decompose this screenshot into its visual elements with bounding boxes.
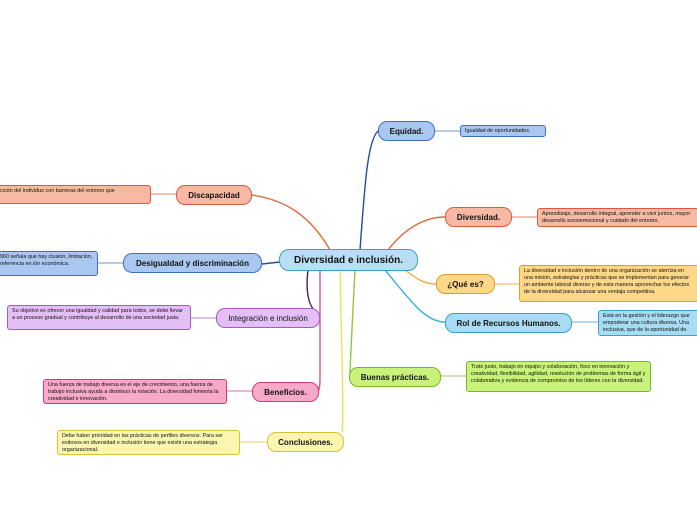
note-diversidad: Aprendizaje, desarrollo integral, aprend…	[537, 208, 697, 227]
link-diversidad	[387, 216, 446, 251]
note-buenas-practicas: Trato justo, trabajo en equipo y colabor…	[466, 361, 651, 392]
link-conclusiones	[339, 269, 344, 433]
topic-integracion[interactable]: Integración e inclusión	[216, 308, 320, 328]
link-rol-rrhh	[384, 269, 446, 323]
note-integracion: Su objetivo es ofrecer una igualdad y ca…	[7, 305, 191, 330]
topic-discapacidad[interactable]: Discapacidad	[176, 185, 252, 205]
note-rol-rrhh: Está en la gestión y el liderazgo que em…	[598, 310, 697, 336]
topic-conclusiones[interactable]: Conclusiones.	[267, 432, 344, 452]
note-desigualdad: 1960 señala que hay clusión, limitación,…	[0, 251, 98, 276]
central-topic[interactable]: Diversidad e inclusión.	[279, 249, 418, 271]
link-desigualdad	[261, 261, 281, 265]
topic-beneficios[interactable]: Beneficios.	[252, 382, 319, 402]
link-que-es	[404, 269, 437, 285]
note-conclusiones: Debe haber prioridad en las prácticas de…	[57, 430, 240, 455]
link-equidad	[359, 130, 379, 251]
link-buenas-practicas	[349, 269, 356, 377]
note-discapacidad: acción del individuo con barreras del en…	[0, 185, 151, 204]
topic-buenas-practicas[interactable]: Buenas prácticas.	[349, 367, 441, 387]
topic-desigualdad[interactable]: Desigualdad y discriminación	[123, 253, 262, 273]
note-beneficios: Una fuerza de trabajo diversa es el eje …	[43, 379, 227, 404]
link-beneficios	[317, 270, 321, 393]
topic-diversidad[interactable]: Diversidad.	[445, 207, 512, 227]
link-integracion	[306, 269, 319, 313]
note-que-es: La diversidad e inclusión dentro de una …	[519, 265, 697, 302]
topic-equidad[interactable]: Equidad.	[378, 121, 435, 141]
topic-que-es[interactable]: ¿Qué es?	[436, 274, 495, 294]
topic-rol-rrhh[interactable]: Rol de Recursos Humanos.	[445, 313, 572, 333]
note-equidad: Igualdad de oportunidades.	[460, 125, 546, 137]
link-discapacidad	[251, 194, 331, 251]
